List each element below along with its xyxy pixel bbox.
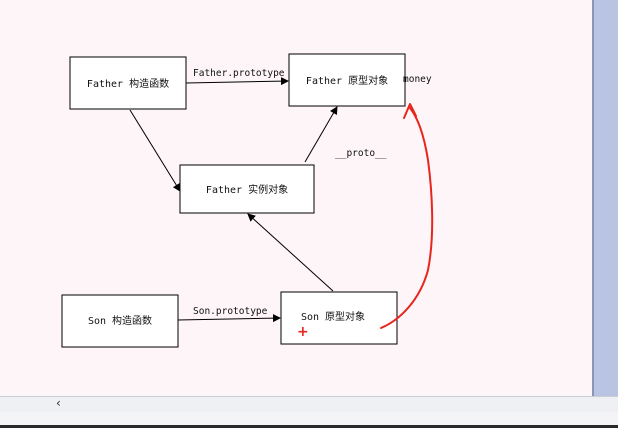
arrow-father-ctor-to-instance [129, 109, 181, 192]
arrow-instance-proto [304, 106, 338, 163]
red-hand-drawn-arrow [380, 107, 434, 329]
arrow-father-prototype [185, 77, 289, 86]
inheritance-diagram: Father 构造函数 Father 原型对象 Father 实例对象 Son … [61, 53, 434, 348]
arrow-son-proto-to-instance [247, 213, 334, 292]
red-arrowhead [403, 103, 417, 119]
arrow-son-prototype [177, 314, 281, 323]
money-annotation: money [403, 74, 432, 85]
bottom-band [0, 412, 618, 428]
father-instance-label: Father 实例对象 [206, 183, 288, 196]
son-prototype-edge-label: Son.prototype [193, 306, 268, 317]
son-prototype-box [280, 291, 398, 345]
proto-edge-label: __proto__ [335, 148, 387, 159]
scroll-left-icon[interactable]: ‹ [56, 396, 61, 410]
horizontal-scrollbar[interactable]: ‹ [0, 396, 618, 412]
diagram-canvas: Father 构造函数 Father 原型对象 Father 实例对象 Son … [61, 53, 434, 348]
father-prototype-box [288, 53, 406, 107]
son-constructor-label: Son 构造函数 [88, 314, 152, 327]
father-prototype-edge-label: Father.prototype [193, 68, 285, 79]
window-right-edge [592, 0, 618, 396]
father-instance-box [179, 164, 315, 214]
son-constructor-box [61, 294, 179, 348]
father-constructor-label: Father 构造函数 [87, 77, 169, 90]
son-prototype-label: Son 原型对象 [301, 310, 365, 323]
bottom-border [0, 425, 618, 428]
father-prototype-label: Father 原型对象 [306, 74, 388, 87]
red-plus-annotation: + [297, 324, 309, 340]
father-constructor-box [69, 56, 187, 110]
window-right-edge-line [592, 0, 594, 396]
